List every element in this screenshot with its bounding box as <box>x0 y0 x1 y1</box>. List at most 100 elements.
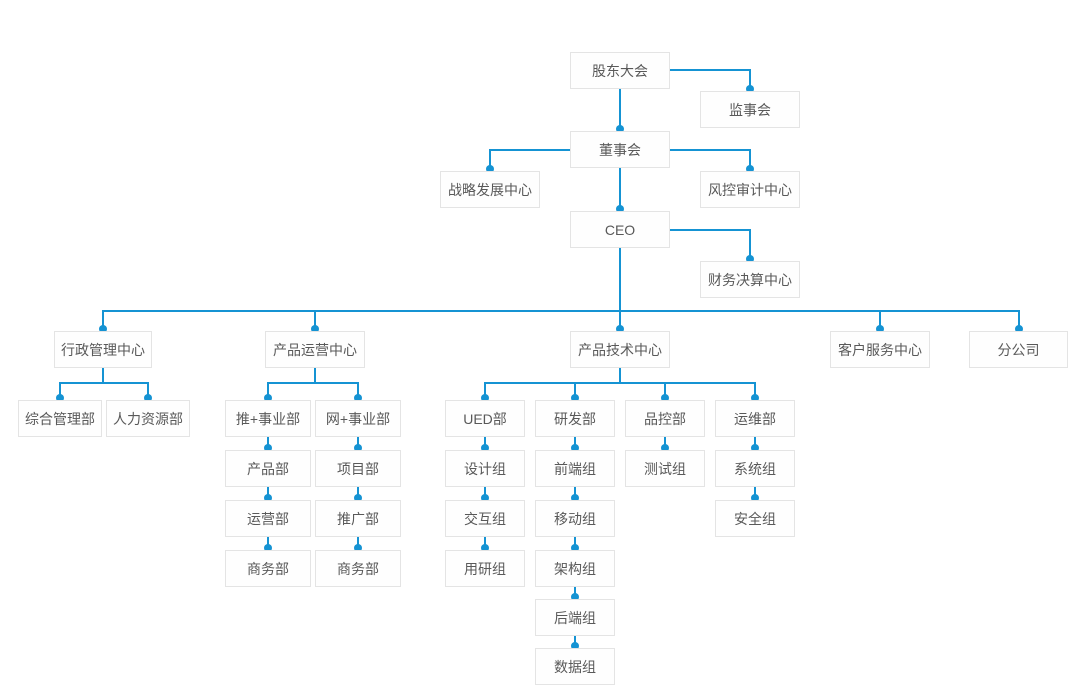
org-node-tui-division[interactable]: 推+事业部 <box>225 400 311 437</box>
connector-dot <box>571 593 579 601</box>
connector-hline <box>102 310 1020 312</box>
connector-vline <box>619 248 621 312</box>
org-node-design-group[interactable]: 设计组 <box>445 450 525 487</box>
org-node-board[interactable]: 董事会 <box>570 131 670 168</box>
connector-vline <box>102 311 104 330</box>
org-node-general-mgmt[interactable]: 综合管理部 <box>18 400 102 437</box>
connector-vline <box>749 150 751 170</box>
connector-vline <box>267 437 269 449</box>
connector-vline <box>357 383 359 399</box>
connector-vline <box>619 368 621 384</box>
org-node-project-dept[interactable]: 项目部 <box>315 450 401 487</box>
connector-dot <box>616 125 624 133</box>
connector-vline <box>749 70 751 90</box>
connector-dot <box>264 544 272 552</box>
org-node-admin-center[interactable]: 行政管理中心 <box>54 331 152 368</box>
org-node-business-dept-1[interactable]: 商务部 <box>225 550 311 587</box>
connector-dot <box>311 325 319 333</box>
connector-vline <box>59 383 61 399</box>
connector-vline <box>664 437 666 449</box>
connector-dot <box>1015 325 1023 333</box>
connector-vline <box>754 487 756 499</box>
org-node-hr[interactable]: 人力资源部 <box>106 400 190 437</box>
org-node-ops-center[interactable]: 产品运营中心 <box>265 331 365 368</box>
connector-vline <box>267 537 269 549</box>
connector-dot <box>616 325 624 333</box>
connector-vline <box>484 537 486 549</box>
org-node-finance[interactable]: 财务决算中心 <box>700 261 800 298</box>
connector-dot <box>571 394 579 402</box>
connector-vline <box>484 487 486 499</box>
org-node-strategy[interactable]: 战略发展中心 <box>440 171 540 208</box>
connector-vline <box>754 437 756 449</box>
connector-dot <box>661 444 669 452</box>
org-node-wang-division[interactable]: 网+事业部 <box>315 400 401 437</box>
connector-vline <box>574 587 576 598</box>
org-node-frontend-group[interactable]: 前端组 <box>535 450 615 487</box>
connector-dot <box>571 642 579 650</box>
connector-dot <box>264 394 272 402</box>
connector-dot <box>571 544 579 552</box>
org-node-security-group[interactable]: 安全组 <box>715 500 795 537</box>
connector-dot <box>264 444 272 452</box>
connector-vline <box>484 383 486 399</box>
connector-vline <box>574 383 576 399</box>
connector-vline <box>267 487 269 499</box>
org-node-promotion-dept[interactable]: 推广部 <box>315 500 401 537</box>
connector-vline <box>357 487 359 499</box>
connector-vline <box>619 311 621 330</box>
org-node-interaction-group[interactable]: 交互组 <box>445 500 525 537</box>
org-node-ceo[interactable]: CEO <box>570 211 670 248</box>
org-node-business-dept-2[interactable]: 商务部 <box>315 550 401 587</box>
org-node-service-center[interactable]: 客户服务中心 <box>830 331 930 368</box>
org-node-ued-dept[interactable]: UED部 <box>445 400 525 437</box>
org-node-data-group[interactable]: 数据组 <box>535 648 615 685</box>
org-node-branch[interactable]: 分公司 <box>969 331 1068 368</box>
connector-vline <box>489 150 491 170</box>
org-node-test-group[interactable]: 测试组 <box>625 450 705 487</box>
connector-dot <box>486 165 494 173</box>
connector-dot <box>616 205 624 213</box>
connector-dot <box>746 85 754 93</box>
connector-vline <box>314 311 316 330</box>
connector-dot <box>661 394 669 402</box>
connector-dot <box>746 255 754 263</box>
connector-vline <box>147 383 149 399</box>
connector-vline <box>879 311 881 330</box>
connector-vline <box>574 537 576 549</box>
connector-vline <box>484 437 486 449</box>
org-node-system-group[interactable]: 系统组 <box>715 450 795 487</box>
org-node-architecture-group[interactable]: 架构组 <box>535 550 615 587</box>
org-node-mobile-group[interactable]: 移动组 <box>535 500 615 537</box>
org-node-om-dept[interactable]: 运维部 <box>715 400 795 437</box>
org-node-qc-dept[interactable]: 品控部 <box>625 400 705 437</box>
org-node-user-research-group[interactable]: 用研组 <box>445 550 525 587</box>
connector-dot <box>571 444 579 452</box>
connector-vline <box>754 383 756 399</box>
org-node-tech-center[interactable]: 产品技术中心 <box>570 331 670 368</box>
org-node-backend-group[interactable]: 后端组 <box>535 599 615 636</box>
org-node-product-dept[interactable]: 产品部 <box>225 450 311 487</box>
connector-hline <box>267 382 359 384</box>
connector-vline <box>749 230 751 260</box>
org-node-shareholders[interactable]: 股东大会 <box>570 52 670 89</box>
connector-dot <box>354 444 362 452</box>
connector-dot <box>144 394 152 402</box>
connector-dot <box>571 494 579 502</box>
connector-vline <box>619 89 621 130</box>
connector-dot <box>481 444 489 452</box>
connector-dot <box>746 165 754 173</box>
connector-vline <box>357 537 359 549</box>
connector-vline <box>102 368 104 384</box>
org-node-operation-dept[interactable]: 运营部 <box>225 500 311 537</box>
org-node-risk-audit[interactable]: 风控审计中心 <box>700 171 800 208</box>
connector-dot <box>99 325 107 333</box>
connector-hline <box>484 382 756 384</box>
connector-dot <box>481 494 489 502</box>
org-node-supervisory[interactable]: 监事会 <box>700 91 800 128</box>
org-node-rd-dept[interactable]: 研发部 <box>535 400 615 437</box>
connector-vline <box>619 168 621 210</box>
connector-vline <box>314 368 316 384</box>
connector-vline <box>574 437 576 449</box>
